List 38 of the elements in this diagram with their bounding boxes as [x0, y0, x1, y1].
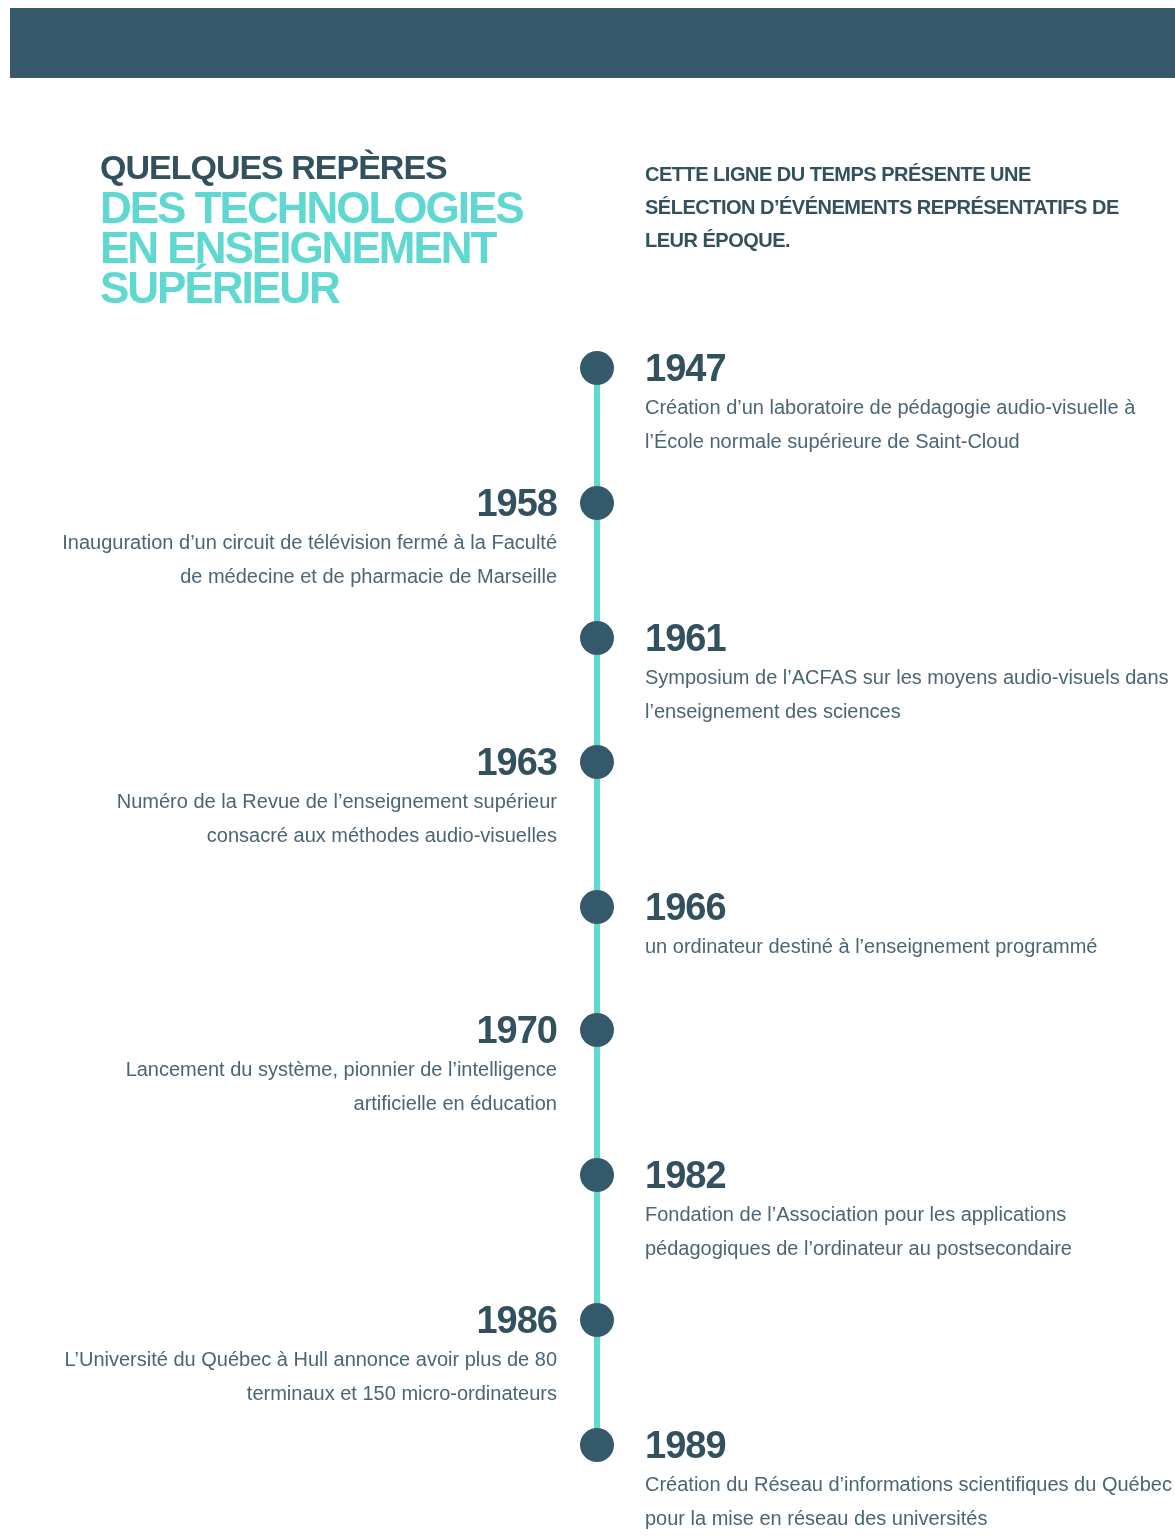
timeline-dot: [580, 890, 614, 924]
timeline-line: [594, 924, 600, 1013]
timeline-dot: [580, 1428, 614, 1462]
timeline-dot: [580, 621, 614, 655]
timeline-line: [594, 1192, 600, 1303]
year-label: 1989: [645, 1425, 727, 1465]
event-description: L’Université du Québec à Hull annonce avoir plus de 80 terminaux et 150 micro-ordinateurs: [63, 1347, 557, 1406]
timeline-line: [594, 1337, 600, 1428]
timeline-line: [594, 779, 600, 890]
event-description: Création du Réseau d’informations scientifiques du Québec pour la mise en réseau des universités: [645, 1472, 1173, 1531]
event-description: un ordinateur destiné à l’enseignement programmé: [645, 934, 1099, 959]
timeline-line: [594, 655, 600, 745]
event-description: Symposium de l’ACFAS sur les moyens audio-visuels dans l’enseignement des sciences: [645, 665, 1170, 724]
year-label: 1966: [645, 887, 727, 927]
event-description: Fondation de l’Association pour les applications pédagogiques de l’ordinateur au postsecondaire: [645, 1202, 1073, 1261]
year-label: 1986: [475, 1300, 557, 1340]
year-label: 1947: [645, 348, 727, 388]
timeline-line: [594, 1047, 600, 1158]
year-label: 1961: [645, 618, 727, 658]
year-label: 1982: [645, 1155, 727, 1195]
timeline-dot: [580, 1158, 614, 1192]
subtitle-heading: DES TECHNOLOGIES EN ENSEIGNEMENT SUPÉRIEUR: [100, 188, 524, 308]
timeline-dot: [580, 486, 614, 520]
timeline-line: [594, 385, 600, 486]
event-description: Lancement du système, pionnier de l’intelligence artificielle en éducation: [124, 1057, 557, 1116]
title-heading: QUELQUES REPÈRES: [100, 148, 447, 186]
timeline-line: [594, 520, 600, 621]
event-description: Inauguration d’un circuit de télévision fermé à la Faculté de médecine et de pharmacie de Marseille: [61, 530, 557, 589]
event-description: Création d’un laboratoire de pédagogie audio-visuelle à l’École normale supérieure de Saint-Cloud: [645, 395, 1137, 454]
year-label: 1963: [475, 742, 557, 782]
timeline-dot: [580, 1013, 614, 1047]
year-label: 1958: [475, 483, 557, 523]
timeline-dot: [580, 1303, 614, 1337]
year-label: 1970: [475, 1010, 557, 1050]
timeline-dot: [580, 745, 614, 779]
timeline-dot: [580, 351, 614, 385]
intro-text: CETTE LIGNE DU TEMPS PRÉSENTE UNE SÉLECTION D’ÉVÉNEMENTS REPRÉSENTATIFS DE LEUR ÉPOQUE.: [645, 162, 1120, 253]
event-description: Numéro de la Revue de l’enseignement supérieur consacré aux méthodes audio-visuelles: [115, 789, 557, 848]
